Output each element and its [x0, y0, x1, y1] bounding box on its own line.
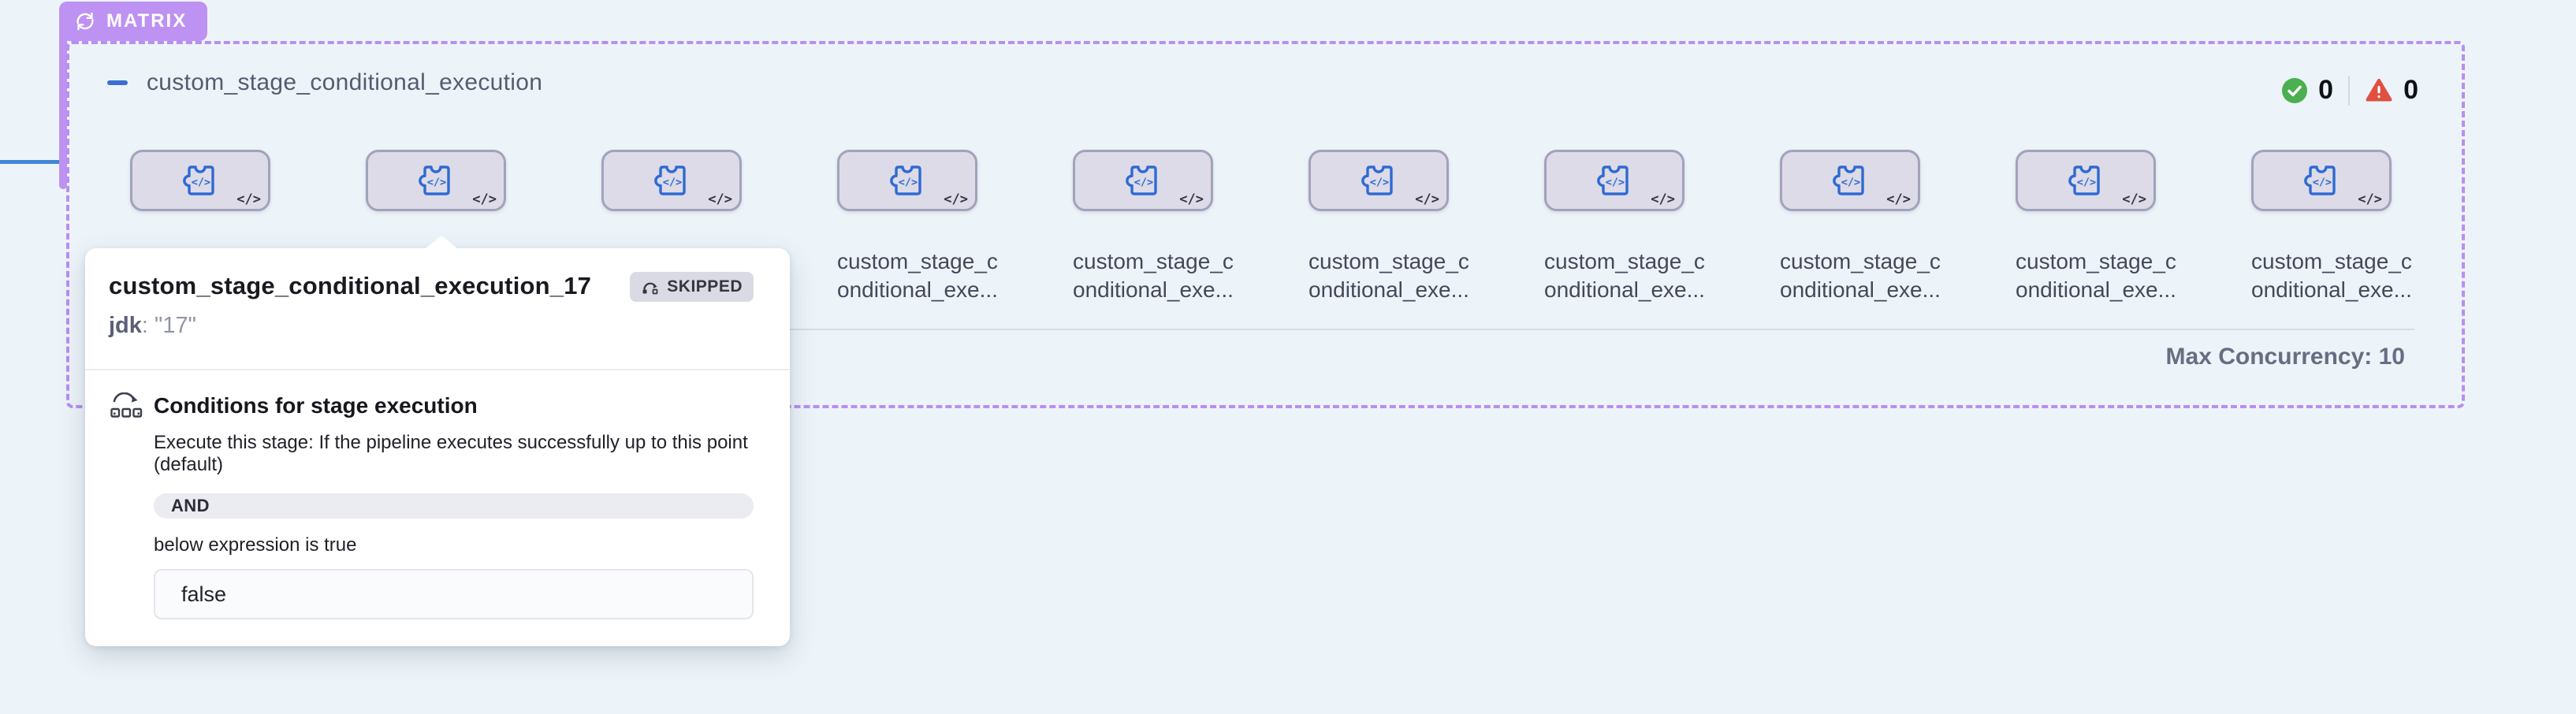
stage-label-line2: onditional_exe...: [1544, 277, 1705, 302]
stage-card[interactable]: </> </>: [601, 150, 742, 211]
svg-text:</>: </>: [1841, 177, 1860, 189]
code-icon: </>: [236, 192, 261, 207]
expression-note: below expression is true: [154, 534, 357, 556]
status-counts: 0 0: [2281, 75, 2418, 106]
stage-card[interactable]: </> </>: [1073, 150, 1213, 211]
custom-stage-puzzle-icon: </>: [1122, 163, 1163, 198]
code-icon: </>: [708, 192, 732, 207]
success-icon: [2281, 77, 2308, 104]
stage-label-line2: onditional_exe...: [2251, 277, 2412, 302]
conditions-description: Execute this stage: If the pipeline exec…: [154, 432, 748, 475]
code-icon: </>: [1415, 192, 1439, 207]
svg-text:</>: </>: [899, 177, 918, 189]
stage-tooltip-popover: custom_stage_conditional_execution_17 SK…: [85, 236, 790, 646]
status-badge-label: SKIPPED: [667, 277, 743, 296]
status-badge: SKIPPED: [630, 272, 754, 302]
svg-text:</>: </>: [2313, 177, 2332, 189]
variable-name: jdk: [109, 313, 142, 338]
variable-value: : "17": [141, 313, 196, 338]
conditions-title: Conditions for stage execution: [154, 393, 478, 418]
matrix-stage-title: custom_stage_conditional_execution: [147, 69, 543, 95]
stage-label-line1: custom_stage_c: [2016, 249, 2176, 273]
status-divider: [2348, 75, 2351, 106]
stage-label-line2: onditional_exe...: [1308, 277, 1469, 302]
custom-stage-puzzle-icon: </>: [2301, 163, 2342, 198]
stage-label-line1: custom_stage_c: [2251, 249, 2412, 273]
loop-icon: [73, 9, 97, 33]
failed-count: 0: [2403, 75, 2418, 105]
stage-label: custom_stage_c onditional_exe...: [1780, 247, 1941, 304]
max-concurrency-label: Max Concurrency: 10: [2165, 344, 2405, 370]
stage-label: custom_stage_c onditional_exe...: [2016, 247, 2176, 304]
stage-card[interactable]: </> </>: [1780, 150, 1920, 211]
stage-label-line1: custom_stage_c: [837, 249, 998, 273]
matrix-variable-row: jdk: "17": [109, 313, 754, 339]
stage-label-line1: custom_stage_c: [1780, 249, 1941, 273]
expression-value-box: false: [154, 569, 754, 619]
stage-label: custom_stage_c onditional_exe...: [1308, 247, 1469, 304]
svg-text:</>: </>: [192, 177, 210, 189]
matrix-badge-label: MATRIX: [106, 10, 188, 32]
stage-label-line2: onditional_exe...: [837, 277, 998, 302]
popover-divider: [85, 369, 790, 370]
custom-stage-puzzle-icon: </>: [2065, 163, 2106, 198]
stage-label-line1: custom_stage_c: [1544, 249, 1705, 273]
code-icon: </>: [1179, 192, 1204, 207]
stage-card[interactable]: </> </>: [2016, 150, 2156, 211]
custom-stage-puzzle-icon: </>: [180, 163, 221, 198]
stage-card[interactable]: </> </>: [1544, 150, 1684, 211]
svg-text:</>: </>: [427, 177, 446, 189]
success-count: 0: [2318, 75, 2334, 105]
stage-label-line2: onditional_exe...: [2016, 277, 2176, 302]
stage-label: custom_stage_c onditional_exe...: [2251, 247, 2412, 304]
svg-text:</>: </>: [2077, 177, 2096, 189]
stage-label: custom_stage_c onditional_exe...: [837, 247, 998, 304]
stage-label-line1: custom_stage_c: [1073, 249, 1234, 273]
custom-stage-puzzle-icon: </>: [1358, 163, 1399, 198]
code-icon: </>: [2358, 192, 2382, 207]
stage-card[interactable]: </> </>: [1308, 150, 1449, 211]
custom-stage-puzzle-icon: </>: [651, 163, 692, 198]
popover-stage-title: custom_stage_conditional_execution_17: [109, 272, 592, 299]
svg-text:</>: </>: [1370, 177, 1389, 189]
stage-card[interactable]: </> </>: [837, 150, 977, 211]
code-icon: </>: [472, 192, 497, 207]
code-icon: </>: [1886, 192, 1911, 207]
matrix-badge[interactable]: MATRIX: [59, 2, 208, 41]
svg-text:</>: </>: [663, 177, 682, 189]
conditional-execution-icon: [109, 392, 143, 419]
code-icon: </>: [2122, 192, 2146, 207]
custom-stage-puzzle-icon: </>: [887, 163, 928, 198]
footer-divider: [117, 329, 2414, 330]
skipped-icon: [641, 279, 660, 296]
code-icon: </>: [1651, 192, 1675, 207]
operator-pill: AND: [154, 493, 754, 519]
pipeline-connector-line: [0, 160, 63, 164]
stage-label-line2: onditional_exe...: [1780, 277, 1941, 302]
custom-stage-puzzle-icon: </>: [1830, 163, 1871, 198]
svg-text:</>: </>: [1606, 177, 1625, 189]
svg-text:</>: </>: [1134, 177, 1153, 189]
stage-card[interactable]: </> </>: [2251, 150, 2392, 211]
stage-label: custom_stage_c onditional_exe...: [1544, 247, 1705, 304]
collapse-minus-icon[interactable]: [107, 80, 128, 85]
custom-stage-puzzle-icon: </>: [415, 163, 456, 198]
stage-card[interactable]: </> </>: [130, 150, 270, 211]
matrix-left-bar: [59, 32, 67, 189]
stage-label-line2: onditional_exe...: [1073, 277, 1234, 302]
code-icon: </>: [944, 192, 968, 207]
stage-card[interactable]: </> </>: [366, 150, 506, 211]
matrix-stage-cards: </> </> </> </> </> </> </>: [130, 150, 2392, 211]
stage-label-line1: custom_stage_c: [1308, 249, 1469, 273]
warning-icon: [2365, 78, 2393, 103]
stage-label: custom_stage_c onditional_exe...: [1073, 247, 1234, 304]
custom-stage-puzzle-icon: </>: [1594, 163, 1635, 198]
